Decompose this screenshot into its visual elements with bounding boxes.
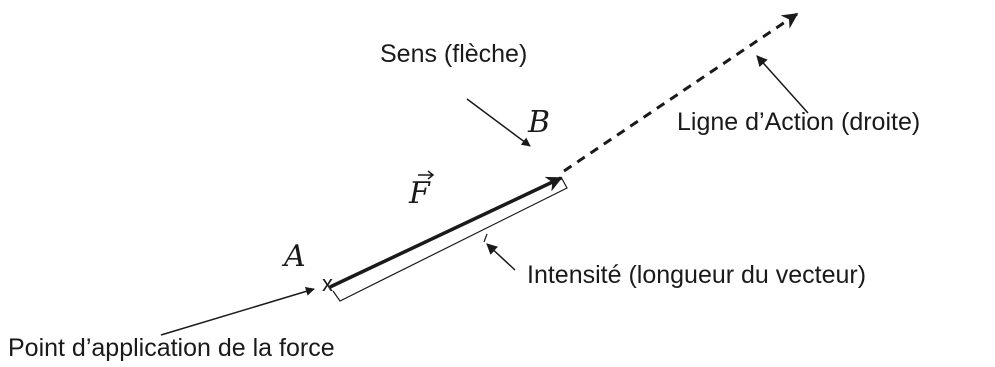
point-b-label: B — [527, 105, 550, 140]
intensity-label: Intensité (longueur du vecteur) — [527, 261, 866, 289]
vector-f-label: F — [408, 176, 431, 211]
line-of-action-dashed — [563, 12, 799, 173]
point-a-marker: x — [322, 271, 333, 296]
force-vector-arrow — [329, 176, 563, 289]
point-a-label: A — [281, 239, 306, 274]
application-point-pointer-arrow — [160, 287, 315, 336]
intensity-bracket — [332, 176, 568, 302]
sens-pointer-arrow — [466, 98, 531, 147]
line-of-action-pointer-arrow — [756, 55, 809, 114]
vector-f-symbol: F — [408, 170, 435, 211]
intensity-pointer-arrow — [486, 243, 516, 271]
line-of-action-label: Ligne d’Action (droite) — [677, 108, 920, 136]
application-point-label: Point d’application de la force — [8, 334, 335, 362]
vector-overarrow-icon — [418, 170, 435, 180]
sens-label: Sens (flèche) — [380, 40, 527, 68]
